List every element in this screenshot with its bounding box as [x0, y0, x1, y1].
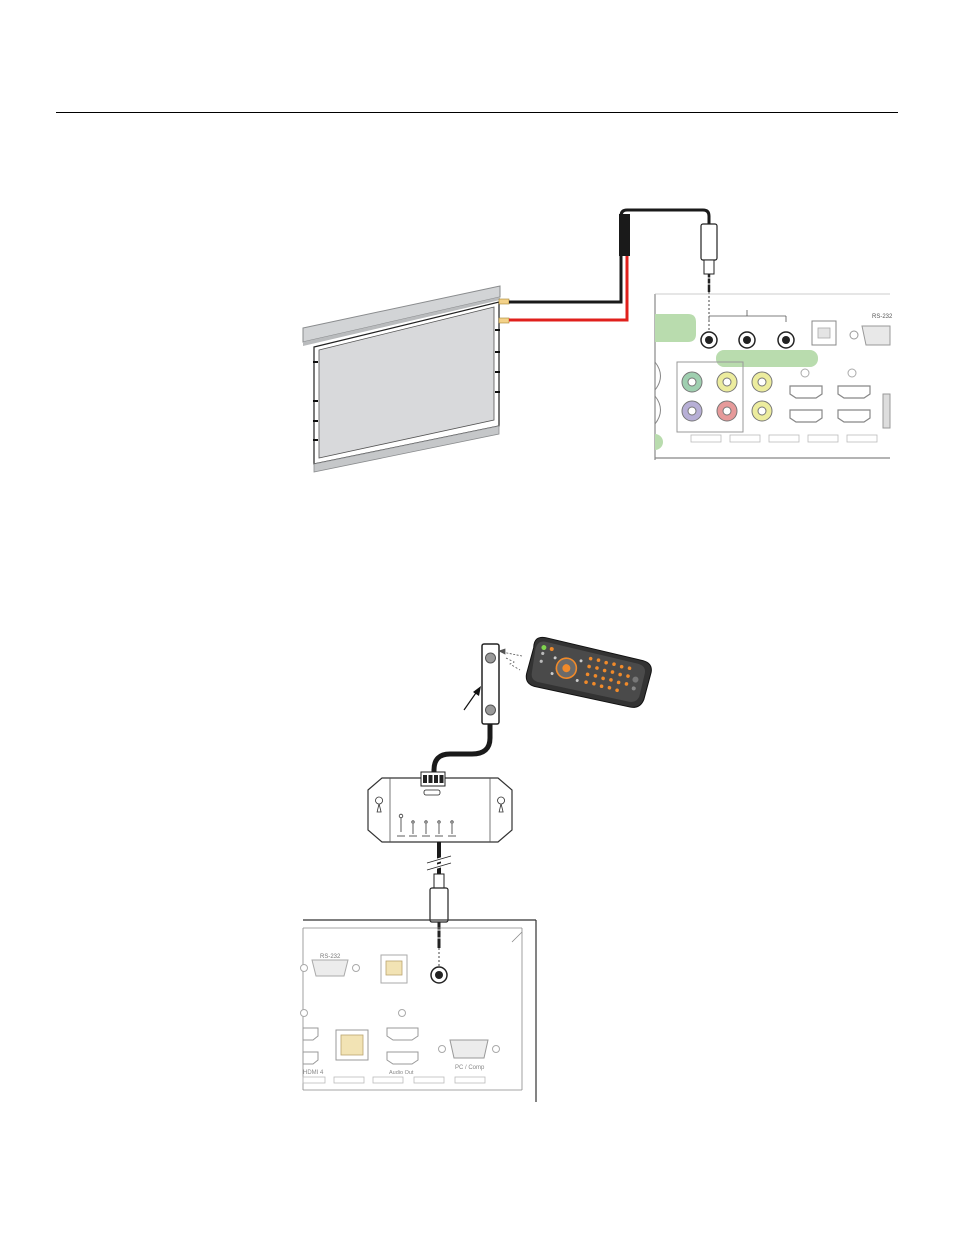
remote-control: [524, 635, 654, 709]
mini-jack-plug: [701, 224, 717, 330]
trigger-jack-3[interactable]: [778, 332, 794, 348]
hdmi-port-left-1[interactable]: [303, 1028, 318, 1040]
rca-green-jack[interactable]: [682, 372, 702, 392]
rs232-port[interactable]: [301, 960, 360, 976]
ir-receiver-diagram: RS-232 HDMI 4 Audio Out: [0, 630, 954, 1110]
ir-signal: [499, 649, 522, 670]
rs232-label: RS-232: [872, 314, 893, 320]
header-rule: [56, 112, 898, 113]
trigger-jack-2[interactable]: [739, 332, 755, 348]
hdmi-port-center-1[interactable]: [387, 1028, 418, 1040]
sensor-callout-arrow: [464, 686, 481, 710]
pc-comp-label: PC / Comp: [455, 1065, 485, 1071]
rca-yellow-jack-2[interactable]: [752, 372, 772, 392]
hdmi-port-center-2[interactable]: [387, 1052, 418, 1064]
hdmi4-label: HDMI 4: [303, 1070, 324, 1076]
trigger-cable: [509, 210, 709, 320]
ir-receiver-figure: RS-232 HDMI 4 Audio Out: [0, 630, 954, 1115]
projector-rear-panel: RS-232 HDMI 4 Audio Out: [301, 920, 537, 1102]
projection-screen: [303, 286, 509, 472]
ir-repeater-base: [368, 772, 512, 842]
screen-trigger-figure: RS-232: [0, 190, 954, 495]
rs232-label: RS-232: [320, 954, 341, 960]
hdmi-port-1[interactable]: [790, 386, 822, 398]
projector-rear-panel: RS-232: [655, 294, 893, 460]
hdmi-sub-label: Audio Out: [389, 1070, 414, 1076]
usb-port[interactable]: [812, 321, 836, 345]
pc-comp-port[interactable]: [439, 1040, 500, 1058]
rca-yellow-jack-3[interactable]: [752, 401, 772, 421]
ethernet-port[interactable]: [381, 955, 407, 983]
ir-input-jack[interactable]: [431, 967, 447, 983]
ethernet-port-2[interactable]: [336, 1030, 368, 1060]
mini-jack-plug: [430, 874, 448, 970]
connector-group-label-strip: [655, 314, 696, 342]
hdmi-port-3[interactable]: [790, 410, 822, 422]
rs232-port[interactable]: [850, 326, 890, 345]
rca-red-jack[interactable]: [717, 401, 737, 421]
hdmi-port-left-2[interactable]: [303, 1052, 318, 1064]
ir-sensor: [482, 644, 499, 724]
trigger-jack-1[interactable]: [701, 332, 717, 348]
hdmi-port-2[interactable]: [838, 386, 870, 398]
rca-yellow-jack-1[interactable]: [717, 372, 737, 392]
rca-purple-jack[interactable]: [682, 401, 702, 421]
connector-label-bar: [716, 350, 818, 367]
screen-trigger-diagram: RS-232: [0, 190, 954, 490]
hdmi-port-4[interactable]: [838, 410, 870, 422]
